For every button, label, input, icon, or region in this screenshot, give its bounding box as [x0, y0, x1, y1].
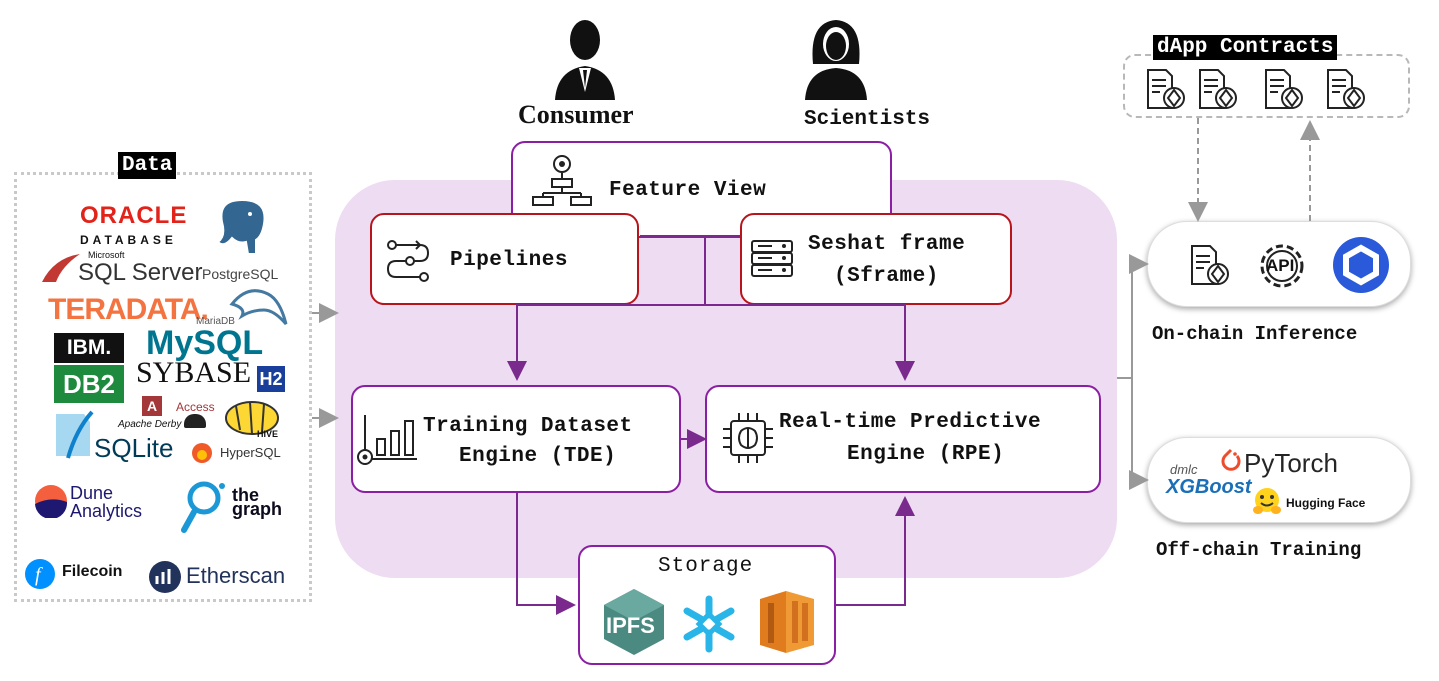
mysql-dolphin-icon	[229, 289, 288, 325]
sqlserver-logo: SQL Server	[78, 259, 203, 286]
thegraph-logo-1: the	[232, 485, 259, 505]
storage-label: Storage	[658, 555, 754, 578]
mariadb-logo: MariaDB	[196, 316, 235, 327]
oracle-logo: ORACLE	[80, 202, 188, 229]
tde-box[interactable]: Training Dataset Engine (TDE)	[351, 385, 681, 493]
sqlite-feather-icon	[56, 410, 94, 459]
ipfs-icon	[604, 589, 664, 655]
dapp-connectors	[1188, 118, 1320, 222]
storage-box[interactable]: Storage IPFS	[578, 545, 836, 665]
dapp-contracts-title: dApp Contracts	[1153, 35, 1338, 60]
postgresql-logo: PostgreSQL	[202, 266, 279, 282]
feature-hierarchy-icon	[532, 155, 592, 206]
sqlite-logo: SQLite	[94, 433, 174, 463]
onchain-inference-pill[interactable]: API	[1147, 221, 1411, 307]
tde-label-2: Engine (TDE)	[459, 445, 617, 468]
pipelines-box[interactable]: Pipelines	[370, 213, 639, 305]
contract-doc-icon	[1191, 245, 1229, 285]
scientist-actor	[795, 14, 877, 100]
oracle-sub: DATABASE	[80, 233, 177, 247]
dune-icon	[35, 485, 68, 518]
h2-logo: H2	[257, 366, 285, 392]
filecoin-logo: Filecoin	[62, 563, 123, 580]
dune-logo-1: Dune	[70, 483, 114, 503]
ms-label: Microsoft	[88, 250, 125, 260]
access-icon: A	[142, 396, 162, 416]
svg-text:f: f	[35, 564, 43, 586]
output-arrows	[1117, 254, 1149, 490]
pytorch-logo: PyTorch	[1244, 448, 1338, 478]
derby-hat-icon	[184, 414, 206, 428]
hive-logo: HIVE	[257, 429, 279, 439]
hypersql-logo: HyperSQL	[220, 445, 281, 460]
pipelines-label: Pipelines	[450, 249, 568, 272]
scientist-icon	[805, 20, 867, 100]
rpe-box[interactable]: Real-time Predictive Engine (RPE)	[705, 385, 1101, 493]
rpe-label-2: Engine (RPE)	[847, 443, 1005, 466]
dune-logo-2: Analytics	[70, 501, 143, 521]
mysql-logo: MySQL	[146, 324, 264, 362]
postgresql-elephant-icon	[216, 198, 266, 255]
contract-doc-icon	[1147, 69, 1365, 109]
sqlserver-icon	[42, 254, 80, 282]
data-input-arrows	[312, 303, 339, 428]
xgboost-logo: XGBoost	[1166, 476, 1252, 498]
chainlink-icon	[1333, 237, 1389, 293]
sybase-logo: SYBASE	[136, 356, 252, 389]
derby-logo: Apache Derby	[118, 419, 182, 430]
db2-logo: DB2	[54, 365, 124, 403]
hugging-face-logo: Hugging Face	[1286, 496, 1366, 510]
api-label: API	[1266, 256, 1295, 275]
snowflake-icon	[683, 595, 735, 653]
api-gear-icon	[1260, 244, 1304, 288]
ai-chip-icon	[723, 413, 773, 463]
scientists-label: Scientists	[804, 108, 931, 131]
ipfs-label: IPFS	[606, 613, 655, 638]
hive-bee-icon	[225, 401, 279, 435]
consumer-actor	[545, 16, 625, 100]
teradata-logo: TERADATA.	[48, 293, 209, 326]
access-logo: Access	[176, 400, 215, 414]
consumer-icon	[555, 20, 615, 100]
etherscan-logo: Etherscan	[186, 563, 286, 588]
sframe-box[interactable]: Seshat frame (Sframe)	[740, 213, 1012, 305]
sframe-label-2: (Sframe)	[834, 265, 939, 288]
onchain-inference-label: On-chain Inference	[1152, 323, 1358, 345]
hugging-face-icon	[1253, 488, 1281, 514]
feature-view-label: Feature View	[609, 179, 767, 202]
pipeline-icon	[386, 240, 430, 282]
consumer-label: Consumer	[518, 100, 634, 129]
tde-label-1: Training Dataset	[423, 415, 633, 438]
contract-icons	[1144, 66, 1384, 112]
thegraph-icon	[181, 481, 225, 533]
dmlc-label: dmlc	[1170, 462, 1198, 477]
ibm-logo: IBM.	[54, 333, 124, 363]
thegraph-logo-2: graph	[232, 499, 283, 519]
rpe-label-1: Real-time Predictive	[779, 411, 1042, 434]
filecoin-icon: f	[25, 559, 55, 589]
feature-view-connectors	[507, 235, 915, 615]
data-chart-icon	[357, 415, 417, 465]
aws-s3-icon	[760, 591, 814, 653]
sframe-label-1: Seshat frame	[808, 233, 966, 256]
etherscan-icon	[149, 561, 181, 593]
server-icon	[751, 240, 793, 277]
offchain-training-pill[interactable]: dmlc XGBoost PyTorch Hugging Face	[1147, 437, 1411, 523]
offchain-training-label: Off-chain Training	[1156, 539, 1362, 561]
data-title: Data	[118, 152, 177, 179]
hypersql-flame-icon	[192, 443, 212, 463]
pytorch-flame-icon	[1221, 448, 1241, 471]
